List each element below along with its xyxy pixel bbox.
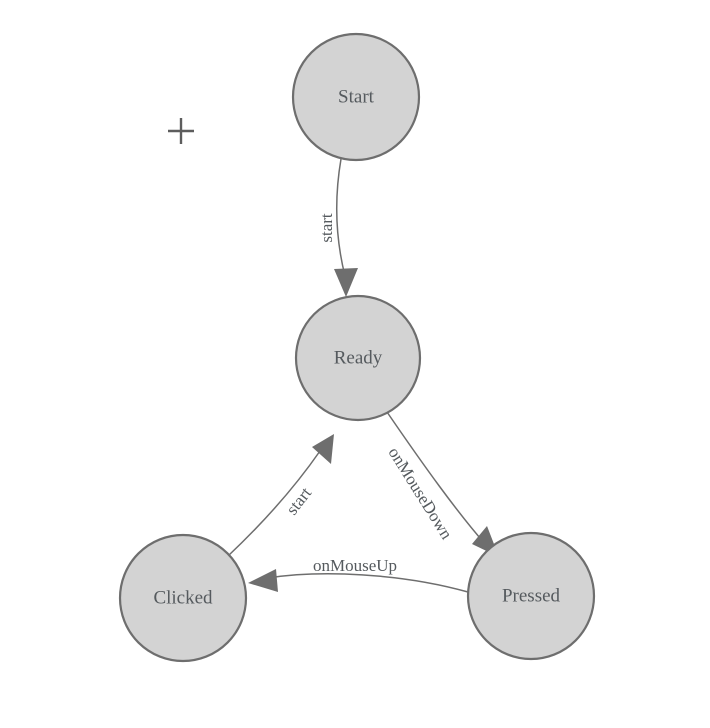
node-pressed-label: Pressed [502,585,561,606]
edge-clicked-to-ready-arrowhead [312,434,334,464]
edge-label-start-to-ready: start [317,213,336,243]
node-start-circle[interactable] [291,32,421,162]
edge-start-to-ready-path [336,158,346,277]
edge-ready-to-pressed-path [386,411,487,546]
node-pressed-circle[interactable] [466,531,596,661]
edge-pressed-to-clicked[interactable]: onMouseUp [248,556,469,593]
node-clicked[interactable]: Clicked [118,533,248,663]
edge-pressed-to-clicked-arrowhead [248,569,278,592]
node-clicked-label: Clicked [153,587,213,608]
node-layer: Start Ready Clicked Pressed [118,32,596,663]
node-ready[interactable]: Ready [294,294,422,422]
edge-label-pressed-to-clicked: onMouseUp [313,556,397,575]
node-pressed[interactable]: Pressed [466,531,596,661]
edge-start-to-ready[interactable]: start [317,158,358,297]
node-ready-label: Ready [334,347,383,368]
node-start[interactable]: Start [291,32,421,162]
edge-label-clicked-to-ready: start [282,483,315,518]
edge-ready-to-pressed[interactable]: onMouseDown [385,411,499,557]
edge-pressed-to-clicked-path [267,573,469,593]
crosshair-icon[interactable] [168,118,194,144]
edge-clicked-to-ready-path [227,450,321,557]
node-ready-circle[interactable] [294,294,422,422]
edge-start-to-ready-arrowhead [334,268,358,297]
edge-clicked-to-ready[interactable]: start [227,434,334,557]
node-clicked-circle[interactable] [118,533,248,663]
node-start-label: Start [338,86,375,107]
